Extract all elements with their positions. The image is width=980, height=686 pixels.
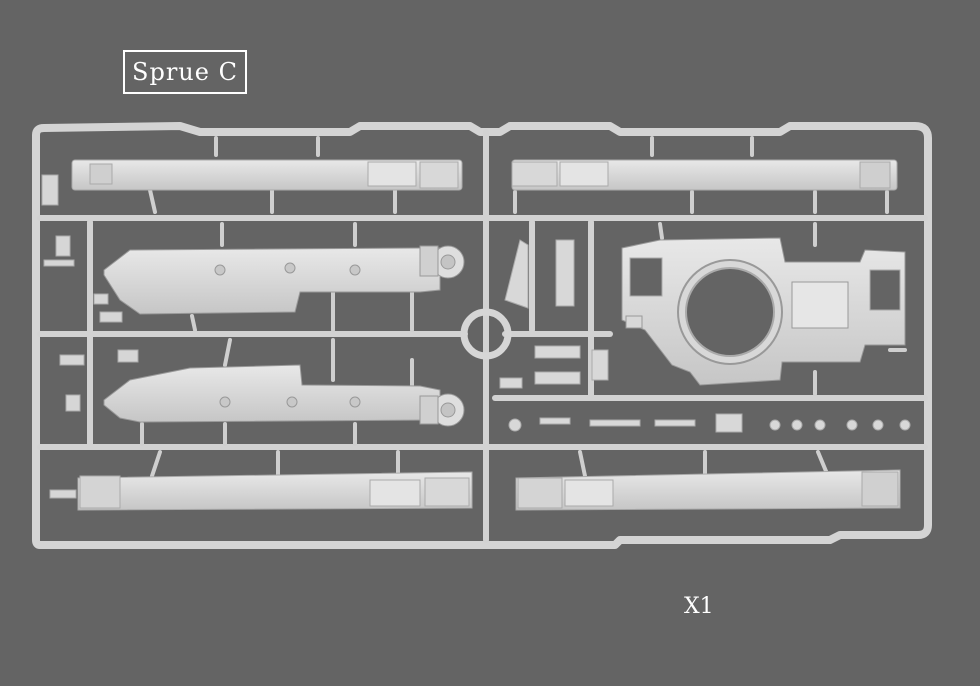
lower-side-rail-left [77,471,473,511]
sprue-label: Sprue C [123,50,247,94]
upper-side-rail-right [511,159,898,191]
upper-side-rail-left [71,159,463,191]
sprue-label-text: Sprue C [132,58,238,86]
hull-top-plate [621,237,906,386]
hull-side-plate-lower [103,364,465,427]
small-parts-right [539,413,911,433]
small-parts-left [41,174,139,499]
hull-side-plate-upper [103,245,465,315]
small-parts-center [499,239,609,432]
runner-ring [460,308,512,360]
lower-side-rail-right [515,469,901,511]
outer-runner [32,122,932,549]
gate-stubs [140,136,907,478]
inner-runners [37,129,928,543]
quantity-label: X1 [684,594,714,619]
